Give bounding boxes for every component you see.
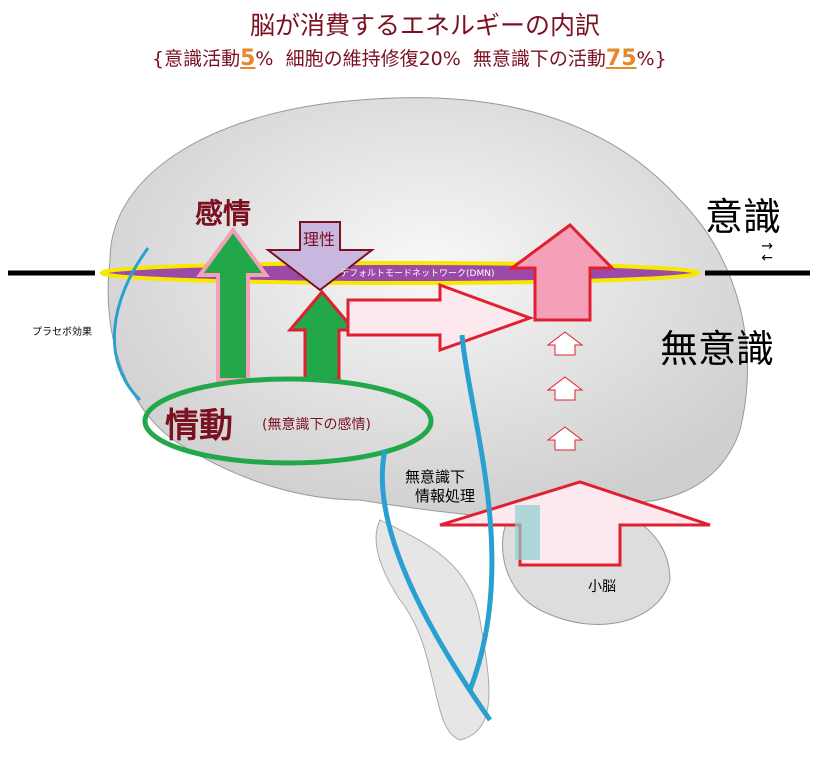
placebo-label: プラセボ効果	[32, 327, 92, 338]
unconscious-pct: 75	[605, 46, 637, 71]
unconscious-label: 無意識	[660, 327, 775, 371]
small-arrow-2	[546, 376, 584, 401]
conscious-label: 意識	[705, 195, 782, 239]
title: 脳が消費するエネルギーの内訳	[250, 11, 601, 40]
checker-pattern	[515, 505, 540, 560]
subtitle: {意識活動5% 細胞の維持修復20% 無意識下の活動75%}	[152, 44, 667, 71]
affect-note: (無意識下の感情)	[262, 417, 371, 433]
reason-arrow	[265, 221, 375, 292]
unconscious-processing-arrow	[379, 449, 493, 722]
cerebellum-arrow	[439, 480, 711, 567]
affect-ellipse	[142, 376, 434, 466]
small-arrow-3	[546, 426, 584, 451]
unconscious-processing-label-1: 無意識下	[405, 468, 466, 486]
unconscious-activity: 無意識下の活動	[472, 48, 606, 70]
emotion-arrow	[196, 226, 270, 382]
emotion-label: 感情	[195, 197, 252, 230]
placebo-arrow	[112, 247, 150, 402]
pct: %	[255, 48, 274, 70]
conscious-activity: 意識活動	[164, 48, 241, 70]
up-down-arrow-icon: ↑↓	[758, 240, 774, 264]
cerebellum-label: 小脳	[588, 579, 616, 595]
conscious-pct: 5	[240, 46, 256, 71]
to-conscious-arrow	[346, 282, 535, 353]
conscious-arrow	[507, 223, 616, 322]
brace: {	[152, 48, 165, 70]
unconscious-processing-label-2: 情報処理	[415, 487, 476, 505]
affect-label: 情動	[165, 406, 233, 446]
maintenance: 細胞の維持修復20%	[285, 48, 461, 70]
brace-close: %}	[636, 48, 667, 70]
dmn-label: デフォルトモードネットワーク(DMN)	[340, 269, 495, 279]
small-arrow-1	[546, 331, 584, 356]
reason-label: 理性	[303, 230, 336, 249]
affect-to-reason-arrow	[286, 289, 358, 382]
unconscious-processing-arrow-2	[459, 334, 495, 691]
